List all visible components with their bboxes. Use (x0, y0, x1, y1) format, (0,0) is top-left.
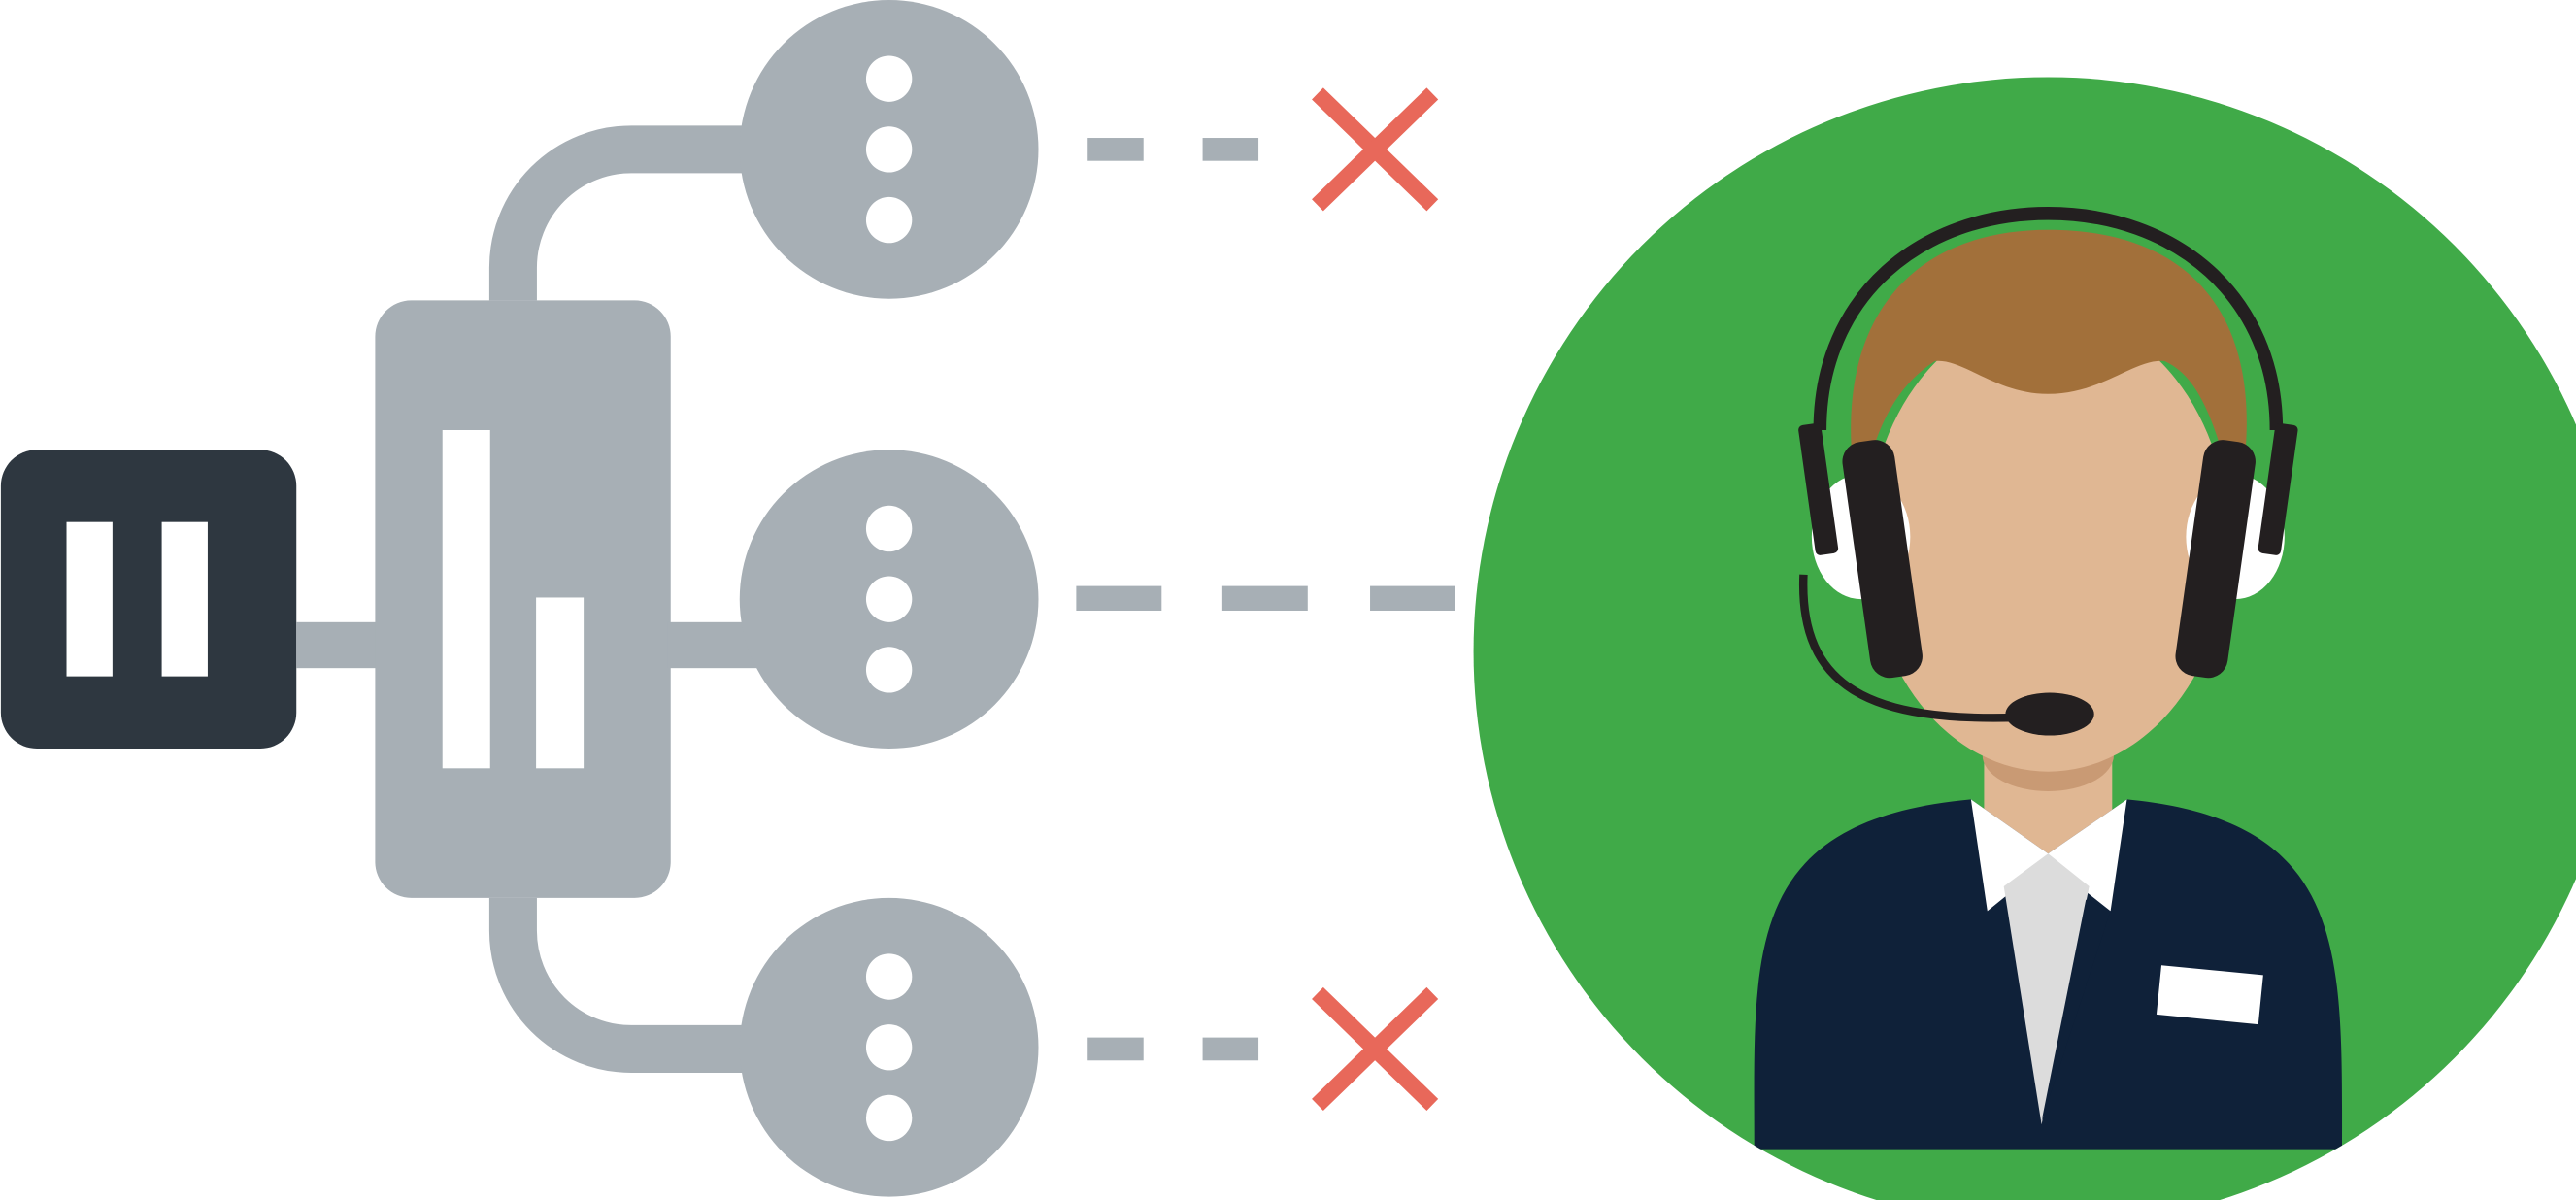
dashed-line-bottom (1087, 1037, 1259, 1061)
x-mark-icon (1312, 87, 1439, 212)
branch-top (488, 125, 773, 301)
load-balancer-icon (375, 300, 671, 898)
menu-node-icon (739, 0, 1039, 299)
server-icon (0, 450, 297, 750)
dashed-line-top (1087, 138, 1259, 161)
menu-node-icon (739, 897, 1039, 1197)
connector-line (296, 621, 379, 669)
branch-bottom (488, 897, 773, 1073)
support-agent-icon (1473, 77, 2576, 1200)
menu-node-icon (739, 450, 1039, 750)
x-mark-icon (1312, 986, 1439, 1111)
